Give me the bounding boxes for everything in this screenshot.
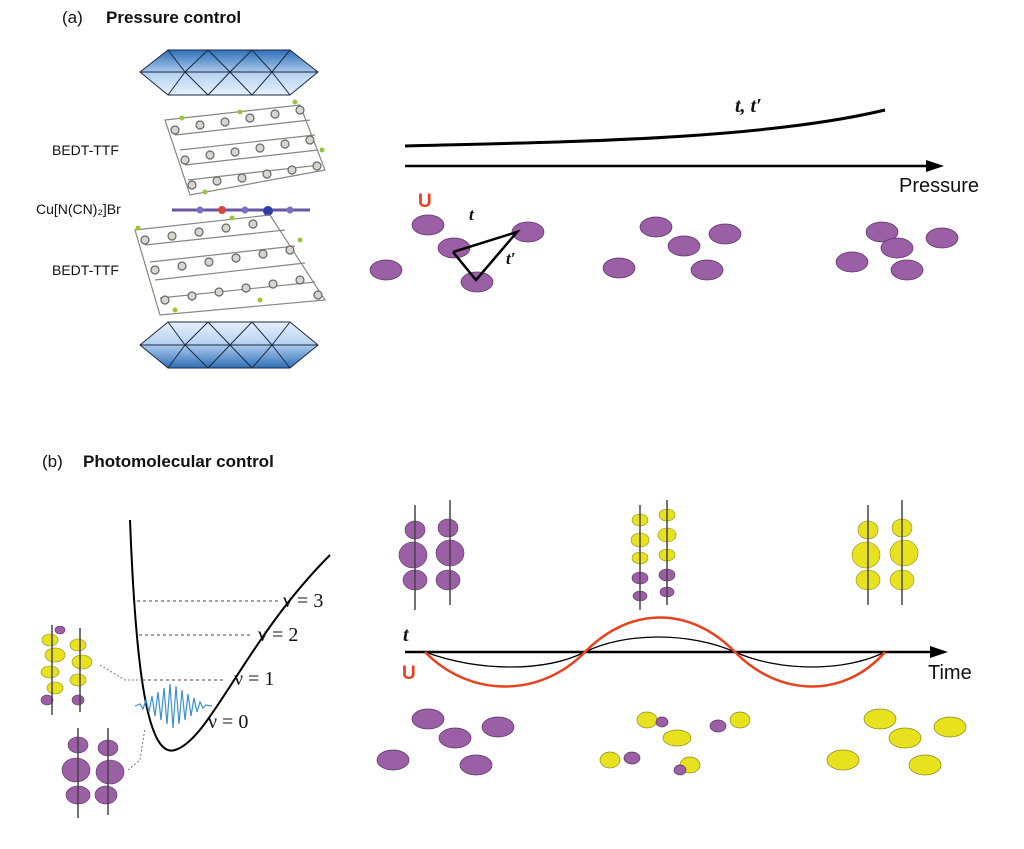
- t-label-a: t: [469, 205, 474, 224]
- panel-b-title: Photomolecular control: [83, 452, 274, 471]
- potential-energy-curve: [129, 519, 331, 752]
- vibrational-levels: [137, 600, 278, 681]
- molecule-excited-yellow: [40, 625, 93, 715]
- anion-layer: [172, 206, 310, 216]
- t-label-b: t: [403, 624, 409, 646]
- u-label-a: U: [418, 191, 432, 212]
- top-diamond-anvil: [139, 49, 319, 96]
- bottom-diamond-anvil: [139, 321, 319, 369]
- bedt-ttf-layer-bottom: [134, 214, 327, 316]
- label-bedt-ttf-top: BEDT-TTF: [52, 142, 119, 158]
- time-axis-label: Time: [928, 662, 972, 684]
- pressure-axis-arrowhead: [926, 160, 944, 172]
- t-tprime-curve: [404, 108, 886, 148]
- dimer-cluster-mid-pressure: [602, 216, 742, 281]
- molecule-top-purple: [398, 500, 465, 610]
- u-oscillation: [424, 616, 886, 688]
- panel-a-letter: (a): [62, 8, 83, 27]
- t-oscillation: [424, 636, 886, 668]
- panel-b-letter: (b): [42, 452, 63, 471]
- dimer-cluster-time-end: [826, 708, 967, 776]
- level-label-v0: ν = 0: [208, 711, 249, 733]
- molecule-ground-purple: [61, 728, 125, 818]
- panel-a-title: Pressure control: [106, 8, 242, 27]
- label-anion-layer: Cu[N(CN)₂]Br: [36, 201, 121, 217]
- level-label-v1: ν = 1: [234, 668, 275, 690]
- tprime-label-a: t′: [506, 249, 516, 268]
- hopping-triangle: [452, 229, 521, 282]
- time-axis-arrowhead: [930, 646, 948, 658]
- pressure-axis-label: Pressure: [899, 175, 980, 197]
- u-label-b: U: [402, 663, 416, 684]
- dimer-cluster-low-pressure: [369, 214, 545, 293]
- level-connectors: [99, 664, 146, 771]
- level-label-v2: ν = 2: [258, 624, 299, 646]
- dimer-cluster-time-mid: [599, 711, 751, 776]
- bedt-ttf-layer-top: [164, 99, 326, 196]
- molecule-top-yellow: [851, 500, 919, 605]
- label-bedt-ttf-bottom: BEDT-TTF: [52, 262, 119, 278]
- wavepacket: [134, 683, 213, 729]
- molecule-top-mixed: [630, 500, 677, 610]
- dimer-cluster-high-pressure: [835, 221, 959, 281]
- curve-label-t-tprime: t, t′: [735, 95, 762, 117]
- dimer-cluster-time-start: [376, 708, 515, 776]
- level-label-v3: ν = 3: [283, 590, 324, 612]
